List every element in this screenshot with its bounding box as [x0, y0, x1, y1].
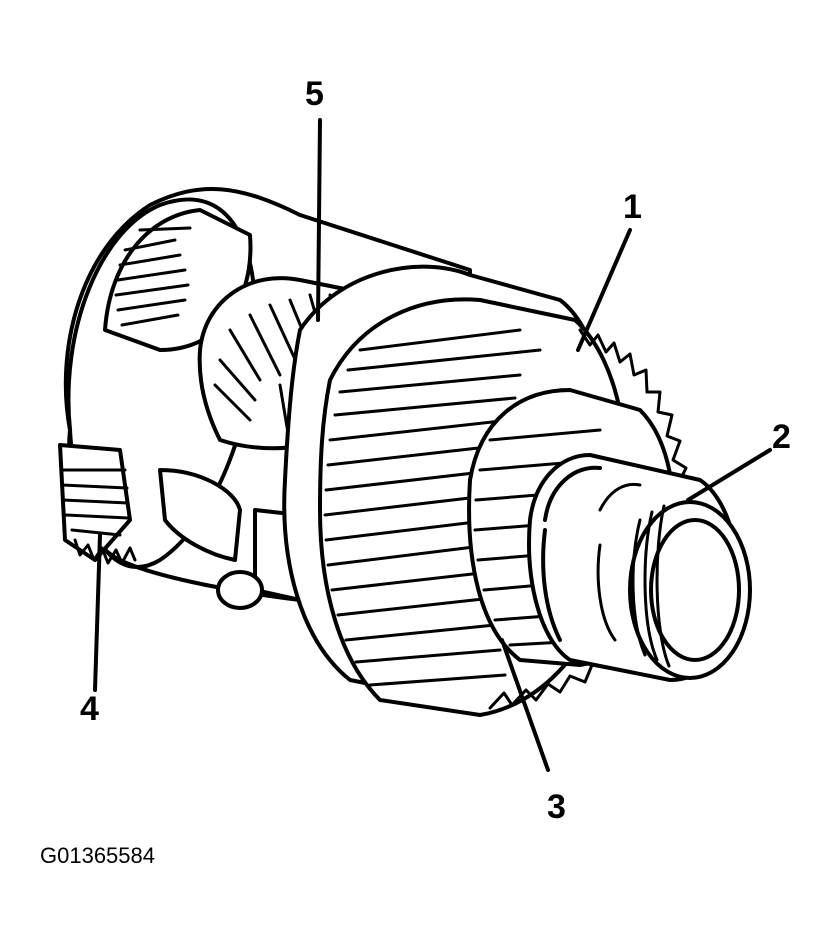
leader-lines — [93, 118, 772, 772]
output-shaft — [527, 453, 752, 682]
callout-5: 5 — [305, 75, 324, 113]
callout-2: 2 — [772, 418, 791, 456]
callout-1: 1 — [623, 188, 642, 226]
helical-teeth — [323, 328, 542, 687]
callout-3: 3 — [547, 788, 566, 826]
figure-id: G01365584 — [40, 843, 155, 868]
callout-4: 4 — [80, 690, 99, 728]
